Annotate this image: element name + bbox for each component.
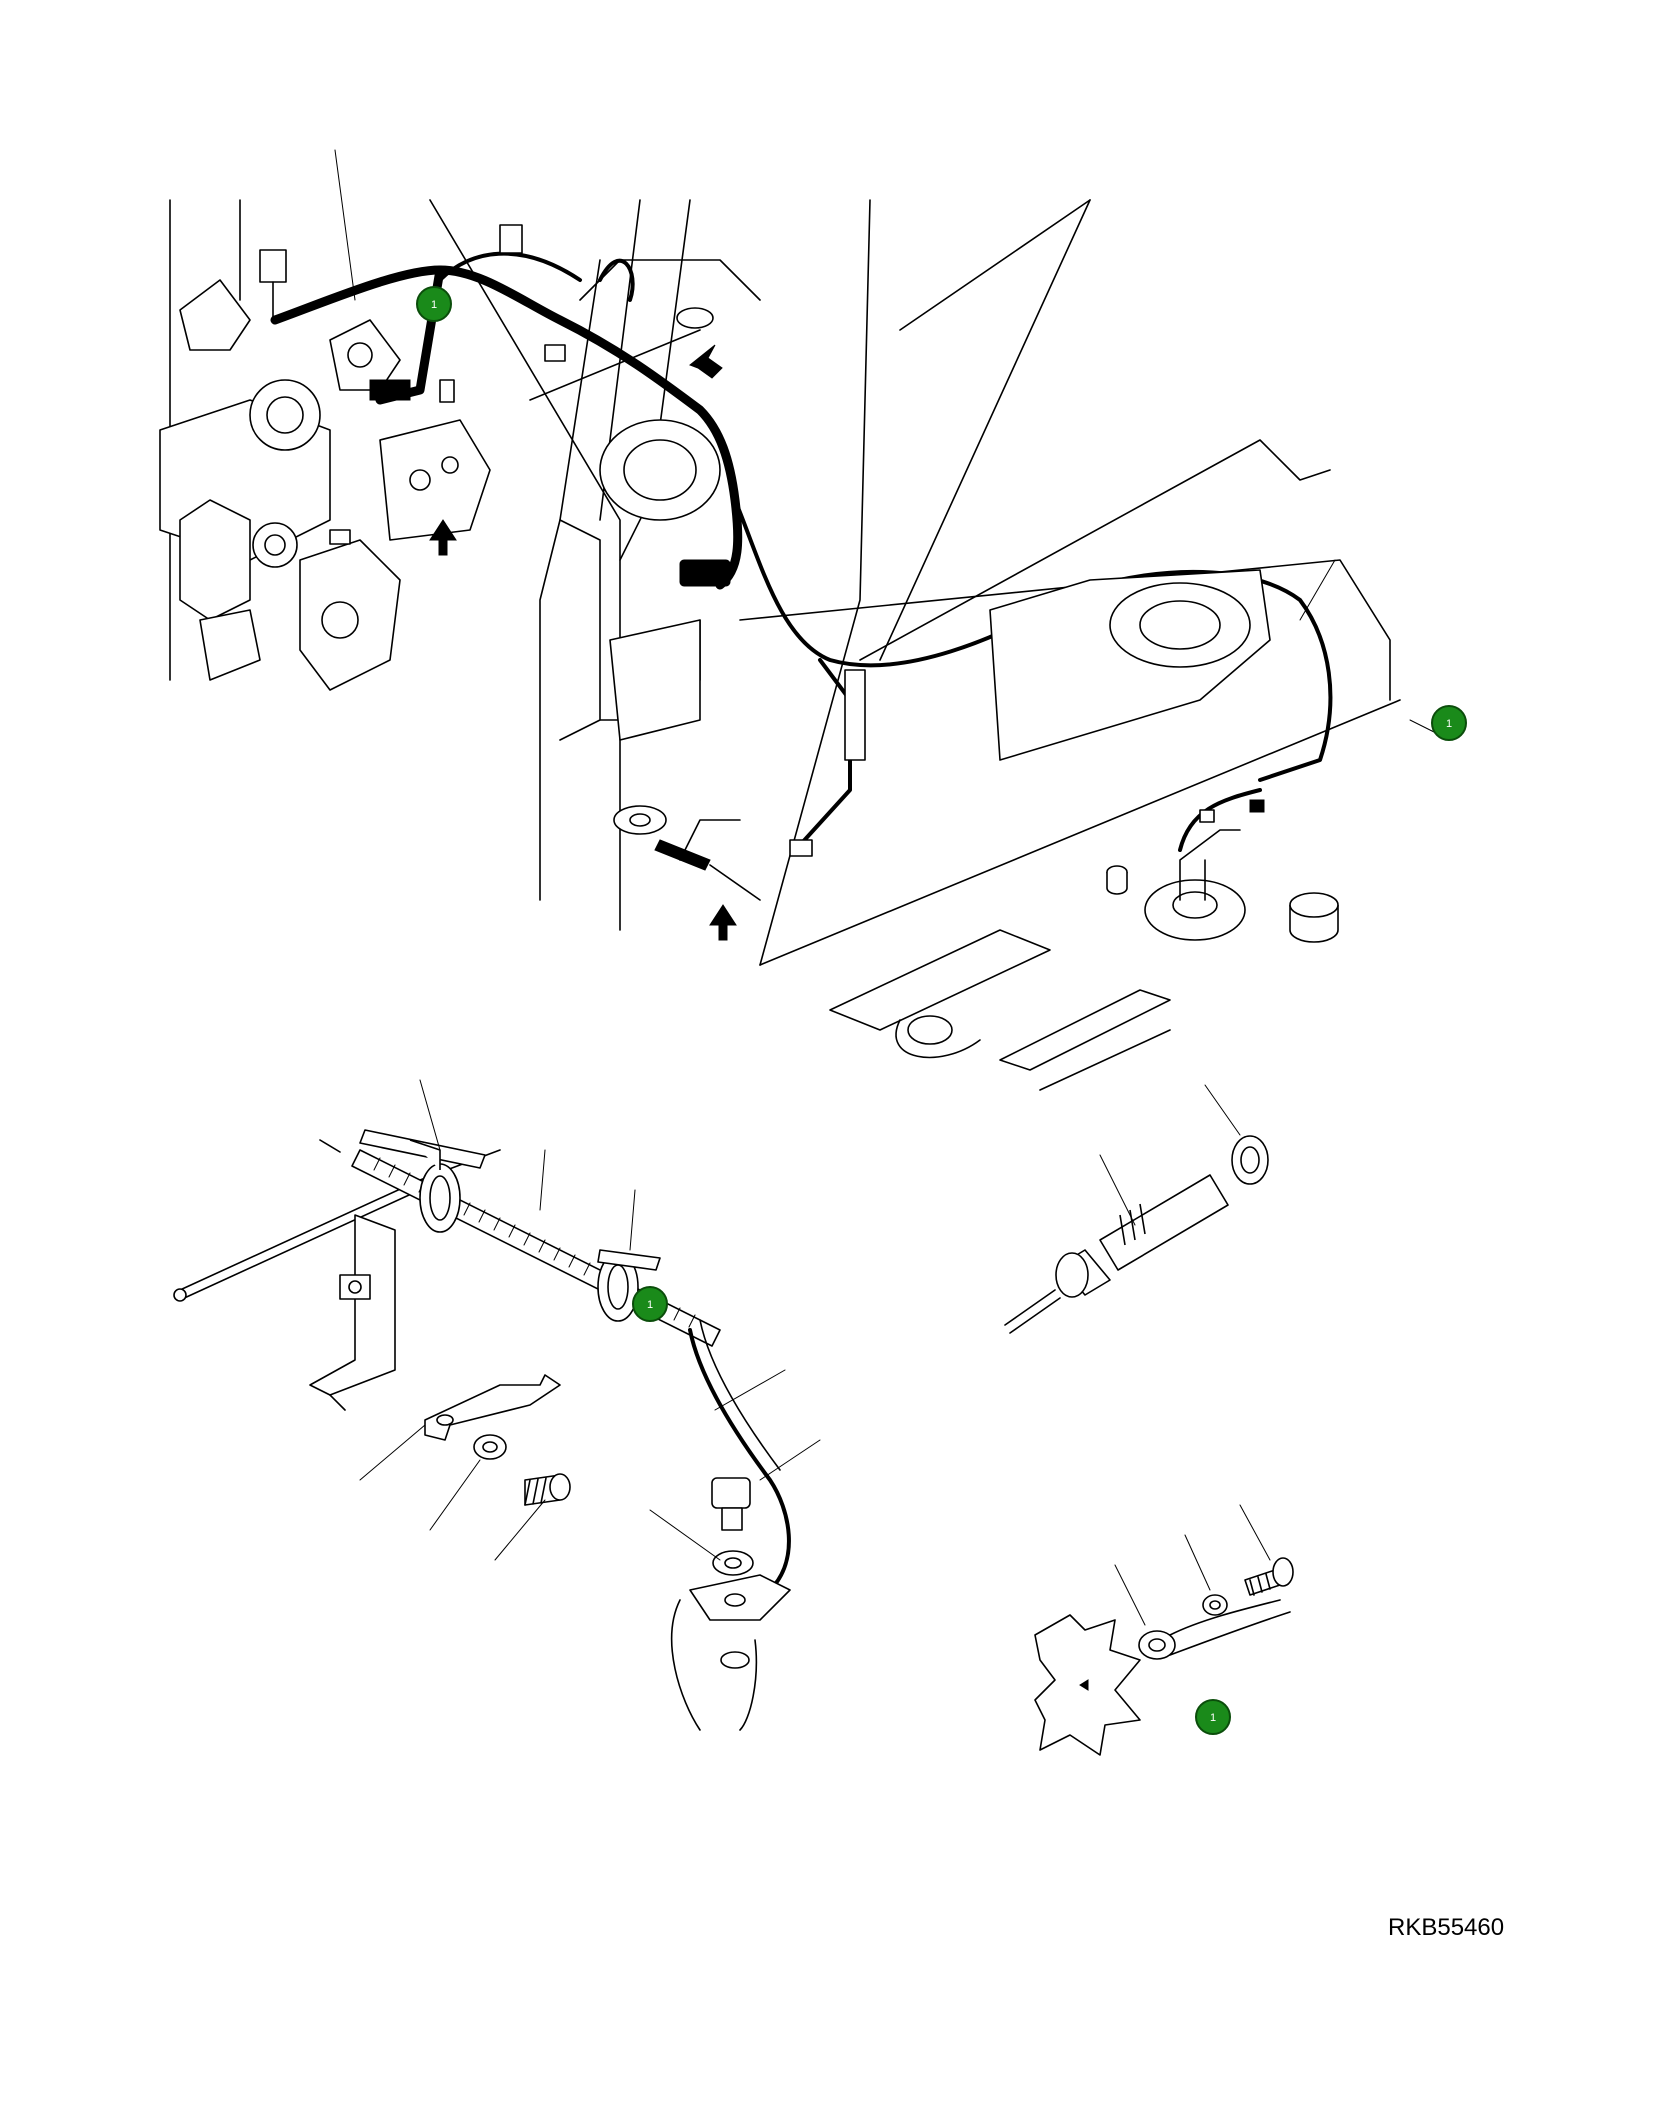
glow-plug-lead-detail — [173, 1079, 821, 1731]
svg-text:1: 1 — [431, 299, 437, 311]
svg-text:1: 1 — [647, 1299, 653, 1311]
arrow-icon — [429, 519, 457, 556]
terminal-detail — [1034, 1504, 1294, 1756]
figure-id-label: RKB55460 — [1388, 1914, 1505, 1941]
callout-marker[interactable]: 1 — [1195, 1699, 1231, 1735]
sensor-detail — [1004, 1084, 1269, 1334]
svg-text:1: 1 — [1446, 718, 1452, 730]
arrow-icon — [689, 344, 723, 379]
arrow-icon — [709, 904, 737, 941]
callout-marker[interactable]: 1 — [632, 1286, 668, 1322]
engine-assembly-view — [159, 149, 1441, 1091]
callout-marker[interactable]: 1 — [1431, 705, 1467, 741]
svg-text:1: 1 — [1210, 1712, 1216, 1724]
callout-marker[interactable]: 1 — [416, 286, 452, 322]
